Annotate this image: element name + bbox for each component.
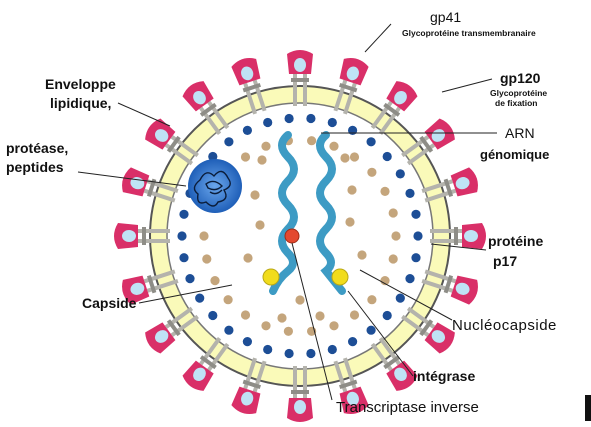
matrix-dot	[284, 327, 293, 336]
label-gp41-desc: Glycoprotéine transmembranaire	[402, 28, 536, 38]
label-arn-2: génomique	[480, 147, 549, 162]
integrase-left	[263, 269, 279, 285]
capsid-dot	[243, 337, 252, 346]
matrix-dot	[350, 152, 359, 161]
capsid-dot	[208, 311, 217, 320]
capsid-dot	[224, 326, 233, 335]
integrase-right	[332, 269, 348, 285]
matrix-dot	[315, 311, 324, 320]
matrix-dot	[367, 168, 376, 177]
capsid-dot	[367, 137, 376, 146]
capsid-dot	[306, 114, 315, 123]
matrix-dot	[241, 152, 250, 161]
capsid-dot	[224, 137, 233, 146]
matrix-dot	[295, 295, 304, 304]
matrix-dot	[261, 142, 270, 151]
label-nucleocapside: Nucléocapside	[452, 317, 557, 334]
capsid-dot	[285, 114, 294, 123]
label-transcriptase: Transcriptase inverse	[336, 399, 479, 416]
capsid-dot	[243, 126, 252, 135]
matrix-dot	[380, 187, 389, 196]
label-envelope-2: lipidique,	[50, 95, 111, 111]
matrix-dot	[345, 217, 354, 226]
capsid-dot	[405, 189, 414, 198]
matrix-dot	[347, 185, 356, 194]
matrix-dot	[367, 295, 376, 304]
capsid-dot	[177, 231, 186, 240]
matrix-dot	[202, 254, 211, 263]
capsid-dot	[396, 294, 405, 303]
capsid-dot	[179, 253, 188, 262]
capsid-dot	[306, 349, 315, 358]
label-capside: Capside	[82, 295, 137, 311]
capsid-dot	[185, 274, 194, 283]
matrix-dot	[350, 310, 359, 319]
matrix-dot	[210, 276, 219, 285]
label-gp120: gp120	[500, 70, 541, 86]
label-gp120-desc2: de fixation	[495, 98, 538, 108]
capsid-dot	[413, 231, 422, 240]
capsid-dot	[263, 345, 272, 354]
label-protease-1: protéase,	[6, 140, 68, 156]
matrix-dot	[241, 310, 250, 319]
matrix-dot	[277, 313, 286, 322]
capsid-dot	[383, 152, 392, 161]
matrix-dot	[243, 253, 252, 262]
matrix-dot	[199, 231, 208, 240]
capsid-dot	[383, 311, 392, 320]
reverse-transcriptase	[285, 229, 299, 243]
matrix-dot	[257, 155, 266, 164]
label-arn-1: ARN	[505, 125, 535, 141]
matrix-dot	[391, 231, 400, 240]
label-p17-2: p17	[493, 253, 517, 269]
protease-particle	[188, 159, 242, 213]
capsid-dot	[179, 210, 188, 219]
capsid-dot	[195, 294, 204, 303]
matrix-dot	[224, 295, 233, 304]
capsid-dot	[367, 326, 376, 335]
capsid-dot	[328, 345, 337, 354]
label-integrase: intégrase	[413, 368, 475, 384]
matrix-dot	[261, 321, 270, 330]
capsid-dot	[405, 274, 414, 283]
capsid-dot	[285, 349, 294, 358]
capsid-dot	[411, 210, 420, 219]
label-gp120-desc1: Glycoprotéine	[490, 88, 547, 98]
capsid-dot	[348, 337, 357, 346]
capsid-dot	[328, 118, 337, 127]
capsid-dot	[396, 169, 405, 178]
capsid-dot	[411, 253, 420, 262]
matrix-dot	[340, 153, 349, 162]
label-protease-2: peptides	[6, 159, 64, 175]
matrix-dot	[357, 250, 366, 259]
label-envelope-1: Enveloppe	[45, 76, 116, 92]
matrix-dot	[250, 190, 259, 199]
matrix-dot	[329, 321, 338, 330]
matrix-dot	[389, 254, 398, 263]
corner-mark	[585, 395, 591, 421]
matrix-dot	[389, 208, 398, 217]
matrix-dot	[329, 142, 338, 151]
capsid-dot	[348, 126, 357, 135]
matrix-dot	[255, 220, 264, 229]
capsid-dot	[263, 118, 272, 127]
label-gp41: gp41	[430, 9, 461, 25]
matrix-dot	[307, 136, 316, 145]
label-p17-1: protéine	[488, 233, 543, 249]
